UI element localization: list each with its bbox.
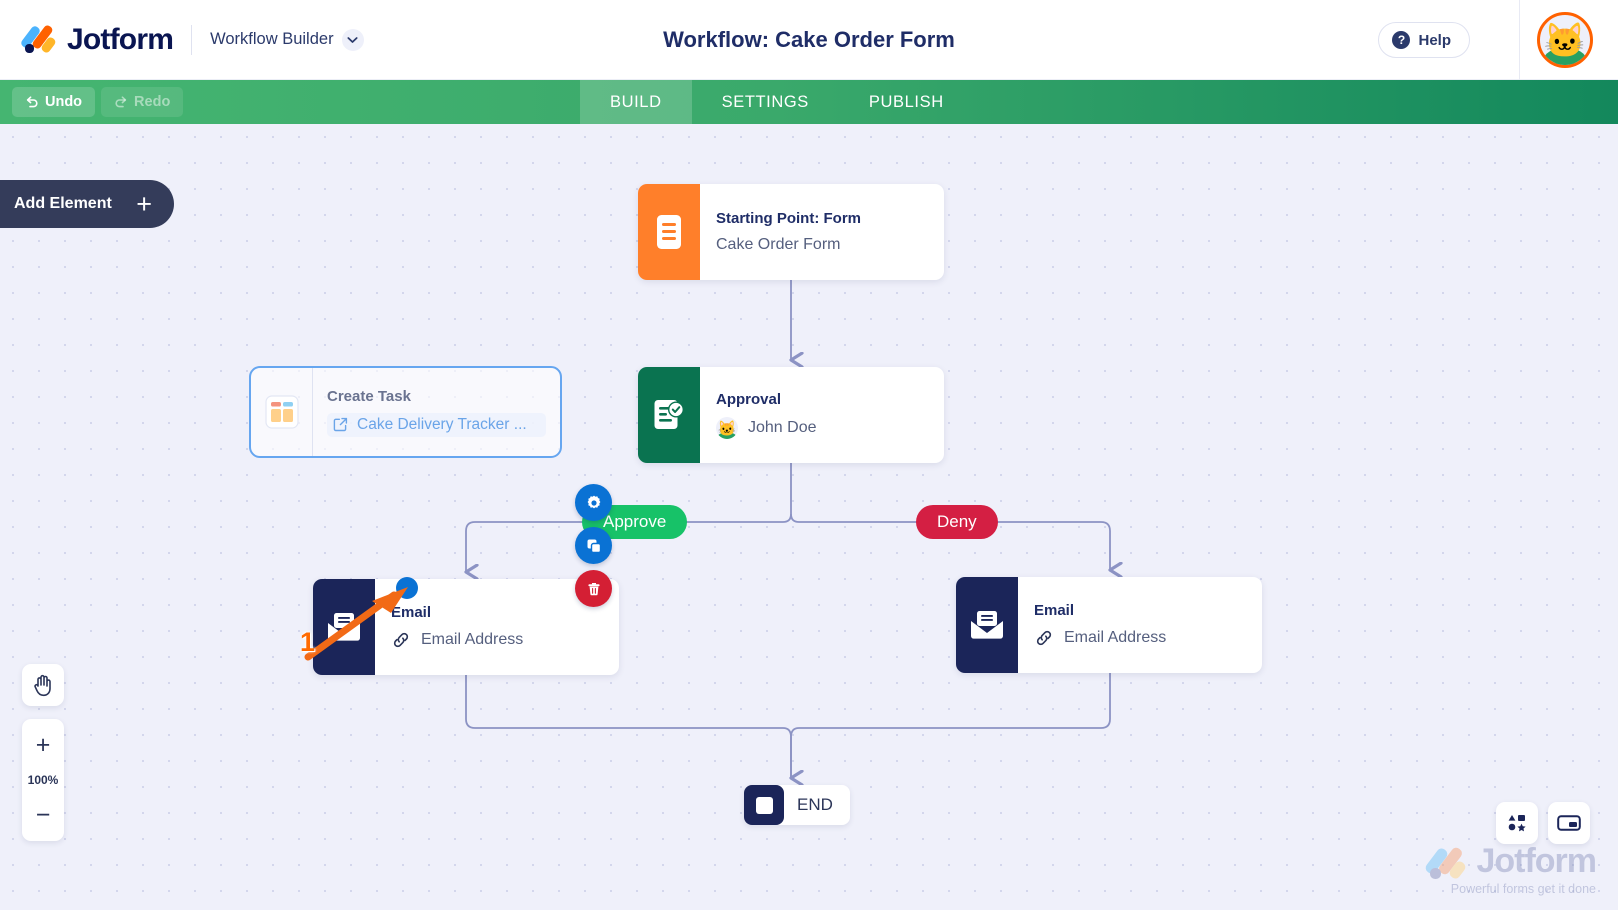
elements-panel-button[interactable]	[1496, 802, 1538, 844]
link-chain-icon	[1036, 630, 1052, 646]
node-approval[interactable]: Approval 🐱 John Doe	[638, 367, 944, 463]
node-delete-button[interactable]	[575, 570, 612, 607]
workflow-canvas[interactable]: Add Element + Starting Point: Form Cake …	[0, 124, 1618, 910]
workflow-builder-menu[interactable]: Workflow Builder	[210, 28, 364, 51]
envelope-icon	[313, 579, 375, 675]
assignee-avatar: 🐱	[716, 417, 738, 439]
node-settings-button[interactable]	[575, 484, 612, 521]
connector-edges	[0, 280, 1618, 910]
node-title: Starting Point: Form	[716, 210, 861, 227]
link-chain-icon	[393, 632, 409, 648]
assignee-avatar-face: 🐱	[717, 420, 737, 438]
node-body: Email Email Address	[1018, 577, 1262, 673]
connection-handle-dot[interactable]	[396, 577, 418, 599]
node-end[interactable]: END	[744, 785, 850, 825]
zoom-out-button[interactable]: −	[35, 800, 51, 829]
node-create-task[interactable]: Create Task Cake Delivery Tracker ...	[249, 366, 562, 458]
branch-label-deny[interactable]: Deny	[916, 505, 998, 539]
node-starting-point[interactable]: Starting Point: Form Cake Order Form	[638, 184, 944, 280]
form-document-icon	[638, 184, 700, 280]
envelope-icon	[956, 577, 1018, 673]
end-label: END	[797, 795, 833, 814]
assignee-name: John Doe	[748, 419, 817, 436]
node-assignee: 🐱 John Doe	[716, 417, 928, 439]
node-body: Create Task Cake Delivery Tracker ...	[313, 368, 560, 456]
node-title: Create Task	[327, 387, 411, 405]
node-subtitle-link[interactable]: Cake Delivery Tracker ...	[327, 412, 546, 437]
undo-label: Undo	[45, 94, 83, 110]
approval-check-icon	[638, 367, 700, 463]
task-board-icon	[251, 368, 313, 456]
jotform-logo[interactable]: Jotform	[19, 22, 174, 57]
help-button[interactable]: ? Help	[1378, 22, 1470, 58]
avatar[interactable]: 🐱	[1537, 12, 1593, 68]
chevron-down-icon[interactable]	[341, 28, 364, 51]
jotform-logo-icon	[19, 23, 58, 56]
trash-icon	[587, 582, 600, 595]
node-title: Email	[1034, 602, 1075, 619]
shapes-panel-icon	[1508, 815, 1526, 832]
tab-publish[interactable]: PUBLISH	[868, 92, 944, 111]
email-address-label: Email Address	[1064, 629, 1167, 646]
node-subtitle: Cake Order Form	[716, 236, 841, 253]
zoom-level-label: 100%	[27, 773, 59, 787]
canvas-bottom-tools	[1496, 802, 1590, 844]
hand-pan-icon	[34, 674, 51, 697]
pan-tool-button[interactable]	[22, 664, 64, 706]
copy-icon	[587, 539, 601, 553]
email-address-label: Email Address	[421, 631, 524, 648]
node-subtitle: Email Address	[391, 630, 603, 650]
add-element-label: Add Element	[14, 195, 112, 212]
undo-redo-group: Undo Redo	[12, 87, 184, 117]
undo-button[interactable]: Undo	[12, 87, 96, 117]
minimap-icon	[1557, 815, 1581, 831]
product-label: Workflow Builder	[210, 30, 334, 48]
logo-text: Jotform	[67, 22, 174, 56]
undo-arrow-icon	[26, 96, 38, 108]
zoom-in-button[interactable]: +	[35, 730, 51, 759]
avatar-face: 🐱	[1543, 22, 1587, 60]
stop-square-icon	[744, 785, 784, 825]
node-subtitle: Email Address	[1034, 628, 1246, 648]
node-body: Approval 🐱 John Doe	[700, 367, 944, 463]
node-email-deny[interactable]: Email Email Address	[956, 577, 1262, 673]
gear-icon	[587, 495, 600, 508]
task-link-label: Cake Delivery Tracker ...	[357, 415, 527, 433]
node-title: Email	[391, 604, 432, 621]
external-link-icon	[333, 417, 348, 432]
tab-build[interactable]: BUILD	[580, 80, 692, 124]
app-header: Jotform Workflow Builder Workflow: Cake …	[0, 0, 1618, 80]
redo-button[interactable]: Redo	[101, 87, 184, 117]
add-element-button[interactable]: Add Element +	[0, 180, 174, 228]
redo-arrow-icon	[115, 96, 127, 108]
node-action-buttons	[575, 484, 612, 607]
zoom-controls: + 100% −	[22, 719, 64, 841]
node-body: Starting Point: Form Cake Order Form	[700, 184, 944, 280]
toolbar-tabs: BUILD SETTINGS PUBLISH	[580, 80, 974, 124]
node-title: Approval	[716, 391, 782, 408]
node-duplicate-button[interactable]	[575, 527, 612, 564]
help-label: Help	[1418, 31, 1451, 49]
action-toolbar: Undo Redo BUILD SETTINGS PUBLISH	[0, 80, 1618, 124]
header-divider	[191, 24, 193, 55]
redo-label: Redo	[134, 94, 171, 110]
plus-icon: +	[136, 188, 152, 219]
header-divider-2	[1519, 0, 1520, 80]
minimap-button[interactable]	[1548, 802, 1590, 844]
avatar-shoulders	[1542, 49, 1588, 65]
node-email-approve[interactable]: Email Email Address	[313, 579, 619, 675]
tab-settings[interactable]: SETTINGS	[721, 92, 809, 111]
question-mark-icon: ?	[1392, 31, 1411, 49]
